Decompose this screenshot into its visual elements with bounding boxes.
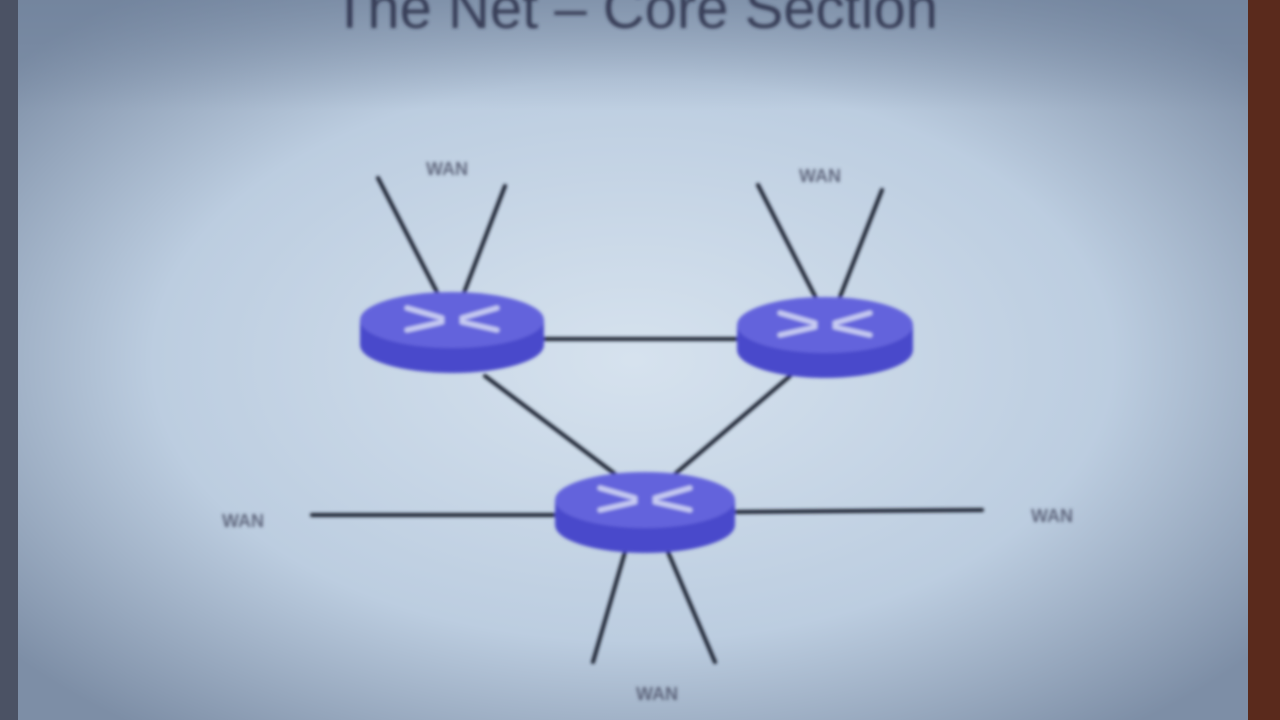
router-icon [737,297,913,378]
router-icon [555,472,735,553]
wan-label-top-right: WAN [799,166,841,186]
link-wan-topleft-1 [376,176,442,300]
link-wan-right [730,508,984,514]
link-router-left-bottom [483,374,617,476]
slide-surface [18,0,1248,720]
wan-label-left: WAN [222,511,264,531]
link-router-right-bottom [673,374,792,476]
wan-label-right: WAN [1031,506,1073,526]
frame-right-edge [1248,0,1280,720]
link-wan-topright-1 [756,183,820,304]
wan-label-bottom: WAN [636,684,678,704]
link-wan-bottom-2 [666,550,717,664]
wan-label-top-left: WAN [426,159,468,179]
link-wan-topright-2 [836,188,884,304]
router-icon [360,292,544,373]
slide-title: The Net – Core Section [332,0,938,41]
link-wan-topleft-2 [460,184,507,300]
link-wan-bottom-1 [591,550,627,664]
